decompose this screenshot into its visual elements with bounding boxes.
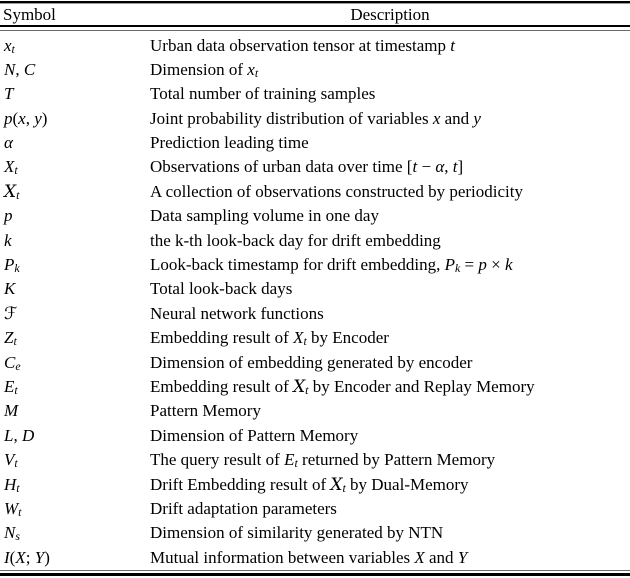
- table-header-row: Symbol Description: [0, 4, 630, 25]
- symbol-cell: p: [4, 206, 13, 226]
- header-separator-rule-dark: [0, 25, 630, 27]
- symbol-cell: Vt: [4, 450, 18, 471]
- header-separator-rule-light: [0, 29, 630, 31]
- description-cell: Prediction leading time: [150, 133, 309, 153]
- table-row: Xt Observations of urban data over time …: [0, 155, 630, 179]
- symbol-cell: T: [4, 84, 14, 104]
- table-body: xt Urban data observation tensor at time…: [0, 31, 630, 571]
- symbol-cell: Pk: [4, 255, 20, 276]
- description-cell: Dimension of embedding generated by enco…: [150, 352, 473, 372]
- description-cell: Total look-back days: [150, 279, 293, 299]
- symbol-cell: p(x, y): [4, 108, 48, 128]
- description-cell: Embedding result of Xt by Encoder and Re…: [150, 376, 535, 398]
- table-row: Ce Dimension of embedding generated by e…: [0, 351, 630, 375]
- table-row: p(x, y) Joint probability distribution o…: [0, 107, 630, 131]
- table-row: xt Urban data observation tensor at time…: [0, 34, 630, 58]
- description-cell: Mutual information between variables X a…: [150, 547, 468, 567]
- table-row: p Data sampling volume in one day: [0, 204, 630, 228]
- table-row: Xt A collection of observations construc…: [0, 180, 630, 204]
- symbol-cell: ℱ: [4, 303, 18, 324]
- symbol-cell: k: [4, 230, 12, 250]
- description-cell: Drift adaptation parameters: [150, 498, 337, 518]
- description-cell: Neural network functions: [150, 303, 324, 323]
- table-row: Vt The query result of Et returned by Pa…: [0, 448, 630, 472]
- symbol-cell: xt: [4, 35, 15, 56]
- description-cell: Dimension of xt: [150, 59, 259, 81]
- description-cell: Dimension of Pattern Memory: [150, 425, 359, 445]
- table-row: Zt Embedding result of Xt by Encoder: [0, 326, 630, 350]
- table-bottom-rule-light: [0, 570, 630, 572]
- description-cell: Pattern Memory: [150, 401, 261, 421]
- description-cell: Embedding result of Xt by Encoder: [150, 328, 389, 349]
- table-row: Et Embedding result of Xt by Encoder and…: [0, 375, 630, 399]
- table-top-rule-shadow: [0, 3, 630, 4]
- symbol-cell: N, C: [4, 59, 36, 79]
- description-cell: Joint probability distribution of variab…: [150, 108, 481, 128]
- table-row: Ns Dimension of similarity generated by …: [0, 521, 630, 545]
- symbol-cell: Zt: [4, 328, 17, 349]
- symbol-cell: K: [4, 279, 16, 299]
- symbol-cell: Ht: [4, 474, 20, 495]
- table-row: N, C Dimension of xt: [0, 58, 630, 82]
- symbol-cell: M: [4, 401, 19, 421]
- description-cell: Observations of urban data over time [t …: [150, 157, 464, 177]
- description-cell: Drift Embedding result of Xt by Dual-Mem…: [150, 474, 469, 495]
- symbol-cell: Xt: [4, 157, 18, 178]
- symbol-cell: Xt: [4, 181, 20, 202]
- description-cell: Dimension of similarity generated by NTN: [150, 523, 444, 543]
- column-header-description: Description: [350, 5, 430, 24]
- description-cell: The query result of Et returned by Patte…: [150, 450, 496, 471]
- table-row: Pk Look-back timestamp for drift embeddi…: [0, 253, 630, 277]
- description-cell: the k-th look-back day for drift embeddi…: [150, 230, 441, 250]
- table-row: I(X; Y) Mutual information between varia…: [0, 546, 630, 570]
- symbol-cell: α: [4, 133, 13, 153]
- symbol-cell: Ns: [4, 523, 20, 544]
- description-cell: Look-back timestamp for drift embedding,…: [150, 255, 513, 276]
- table-top-rule: [0, 1, 630, 3]
- description-cell: A collection of observations constructed…: [150, 181, 523, 201]
- table-row: Ht Drift Embedding result of Xt by Dual-…: [0, 473, 630, 497]
- column-header-symbol: Symbol: [3, 5, 56, 24]
- table-row: ℱ Neural network functions: [0, 302, 630, 326]
- table-row: T Total number of training samples: [0, 82, 630, 106]
- symbol-cell: Et: [4, 376, 18, 398]
- table-row: α Prediction leading time: [0, 131, 630, 155]
- table-row: M Pattern Memory: [0, 399, 630, 423]
- table-row: K Total look-back days: [0, 277, 630, 301]
- symbol-cell: Ce: [4, 352, 21, 373]
- table-bottom-rule-dark: [0, 573, 630, 576]
- table-row: k the k-th look-back day for drift embed…: [0, 229, 630, 253]
- description-cell: Total number of training samples: [150, 84, 376, 104]
- description-cell: Data sampling volume in one day: [150, 206, 379, 226]
- description-cell: Urban data observation tensor at timesta…: [150, 35, 455, 55]
- table-row: L, D Dimension of Pattern Memory: [0, 424, 630, 448]
- table-row: Wt Drift adaptation parameters: [0, 497, 630, 521]
- symbol-cell: Wt: [4, 498, 22, 520]
- symbol-cell: I(X; Y): [4, 547, 50, 567]
- symbol-cell: L, D: [4, 425, 35, 445]
